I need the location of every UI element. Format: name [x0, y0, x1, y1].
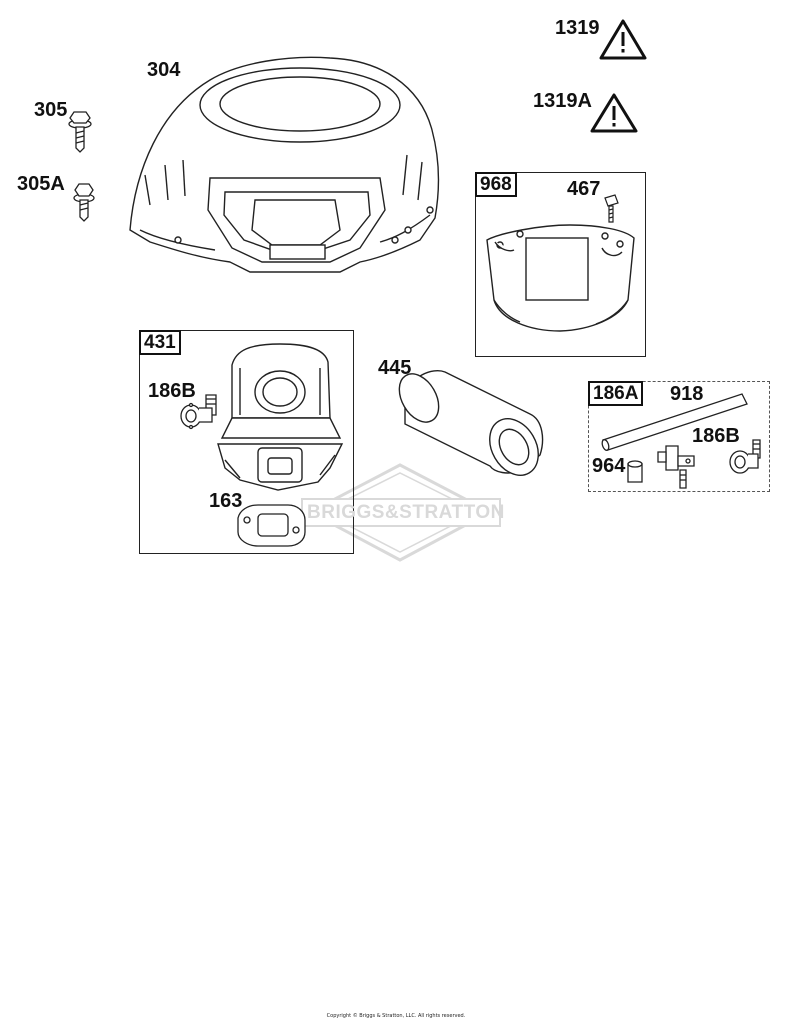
gasket-163 — [237, 504, 306, 547]
kit-label-968: 968 — [475, 172, 517, 197]
part-label-186b-left: 186B — [148, 380, 196, 402]
kit-label-431: 431 — [139, 330, 181, 355]
warning-triangle-icon — [599, 19, 647, 60]
kit-box-186a — [588, 381, 770, 492]
part-label-305: 305 — [34, 99, 68, 121]
part-label-918: 918 — [670, 383, 704, 405]
hose-918 — [601, 393, 748, 451]
kit-box-431 — [139, 330, 354, 554]
part-label-305a: 305A — [17, 173, 65, 195]
brand-watermark-text: BRIGGS&STRATTON — [307, 502, 505, 523]
fitting-186b-left — [180, 394, 217, 430]
part-label-445: 445 — [378, 357, 412, 379]
fitting-186b-right — [729, 439, 761, 474]
copyright-footer: Copyright © Briggs & Stratton, LLC. All … — [326, 1013, 466, 1019]
part-label-186b-right: 186B — [692, 425, 740, 447]
cover-968 — [486, 224, 635, 332]
part-label-467: 467 — [567, 178, 601, 200]
part-label-1319: 1319 — [555, 17, 600, 39]
kit-label-186a: 186A — [588, 381, 644, 406]
spacer-964 — [627, 460, 643, 483]
air-cleaner-base-431 — [217, 343, 344, 491]
fitting-186a — [657, 445, 695, 489]
air-filter-445 — [398, 370, 544, 476]
part-label-964: 964 — [592, 455, 626, 477]
part-label-163: 163 — [209, 490, 243, 512]
warning-triangle-icon — [590, 93, 638, 133]
blower-housing-304 — [129, 56, 440, 273]
part-label-1319a: 1319A — [533, 90, 592, 112]
screw-467 — [604, 194, 619, 223]
part-label-304: 304 — [147, 59, 181, 81]
bolt-305a — [73, 183, 95, 222]
bolt-305 — [68, 111, 92, 153]
kit-box-968 — [475, 172, 646, 357]
